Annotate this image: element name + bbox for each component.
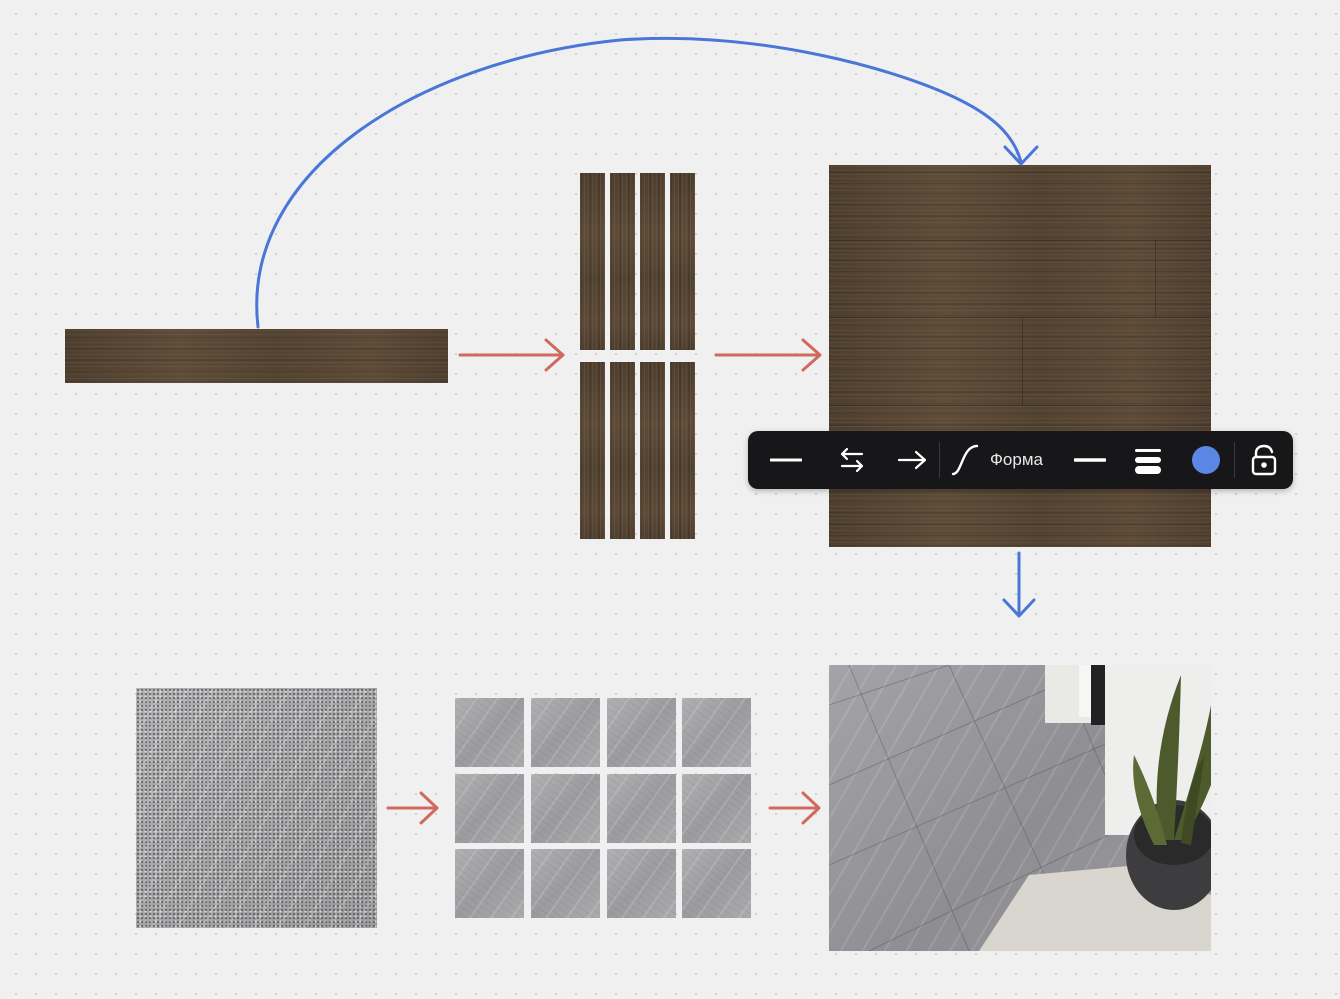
arrow-end-button[interactable] xyxy=(888,431,936,489)
plank-seam xyxy=(829,317,1211,318)
wood-plank-tile xyxy=(670,362,695,539)
wood-plank-tile xyxy=(670,173,695,350)
plank-seam xyxy=(829,240,1211,241)
wood-planks-group[interactable] xyxy=(579,172,697,540)
red-arrowhead xyxy=(419,791,439,825)
line-style-icon xyxy=(770,458,802,462)
color-swatch xyxy=(1192,446,1220,474)
line-weight-icon xyxy=(1135,449,1161,474)
stone-tile xyxy=(607,774,676,843)
stone-texture-image[interactable] xyxy=(136,688,377,928)
plank-seam xyxy=(829,405,1211,406)
swap-direction-button[interactable] xyxy=(828,431,876,489)
swap-arrows-icon xyxy=(840,447,864,473)
wood-plank-tile xyxy=(640,173,665,350)
color-picker-button[interactable] xyxy=(1182,431,1230,489)
stone-tile xyxy=(682,774,751,843)
stone-tile xyxy=(531,849,600,918)
stone-tile xyxy=(455,774,524,843)
red-arrowhead xyxy=(801,791,821,825)
stroke-style-button[interactable] xyxy=(1066,431,1114,489)
plank-seam xyxy=(1155,240,1156,317)
stone-tile xyxy=(455,849,524,918)
line-weight-button[interactable] xyxy=(1124,431,1172,489)
blue-down-arrowhead xyxy=(1002,598,1036,618)
toolbar-divider xyxy=(1234,442,1235,478)
red-arrowhead xyxy=(801,338,822,372)
wood-plank-tile xyxy=(640,362,665,539)
stone-tile xyxy=(682,849,751,918)
curve-shape-icon xyxy=(951,444,979,476)
shape-label: Форма xyxy=(990,450,1043,469)
plank-seam xyxy=(1022,317,1023,405)
connector-toolbar: Форма xyxy=(748,431,1293,489)
floor-render-scene xyxy=(829,665,1211,951)
arrow-right-icon xyxy=(897,450,927,470)
line-style-button[interactable] xyxy=(762,431,810,489)
red-arrowhead xyxy=(544,338,565,372)
blue-arrowhead xyxy=(1003,145,1039,166)
stone-tile xyxy=(607,849,676,918)
wood-plank-image[interactable] xyxy=(65,329,448,383)
stone-tile xyxy=(455,698,524,767)
shape-button[interactable]: Форма xyxy=(948,431,1056,489)
stone-tile xyxy=(531,774,600,843)
wood-plank-tile xyxy=(610,362,635,539)
wood-plank-tile xyxy=(610,173,635,350)
stone-tile xyxy=(531,698,600,767)
wood-plank-tile xyxy=(580,173,605,350)
toolbar-divider xyxy=(939,442,940,478)
stroke-style-icon xyxy=(1074,458,1106,462)
stone-floor-render-image[interactable] xyxy=(829,665,1211,951)
lock-button[interactable] xyxy=(1240,431,1288,489)
unlock-icon xyxy=(1251,444,1277,476)
wood-plank-tile xyxy=(580,362,605,539)
wood-floor-image[interactable] xyxy=(829,165,1211,547)
stone-tile xyxy=(682,698,751,767)
stone-tile xyxy=(607,698,676,767)
stone-tiles-group[interactable] xyxy=(455,698,752,919)
